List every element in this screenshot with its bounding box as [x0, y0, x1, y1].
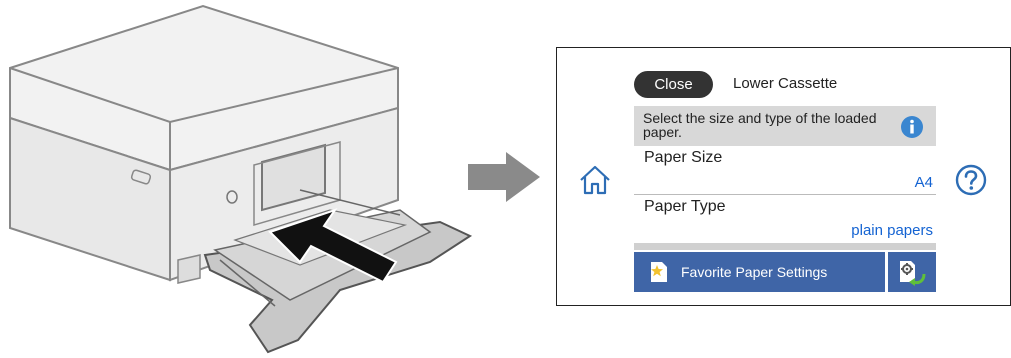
control-panel-screen: Close Lower Cassette Select the size and… [556, 47, 1011, 306]
printer-illustration [0, 0, 480, 358]
instruction-banner: Select the size and type of the loaded p… [634, 106, 936, 146]
paper-type-label: Paper Type [644, 198, 726, 216]
home-icon[interactable] [578, 163, 612, 197]
divider [634, 243, 936, 250]
close-button[interactable]: Close [634, 71, 713, 98]
paper-size-label: Paper Size [644, 149, 722, 167]
paper-size-value[interactable]: A4 [915, 174, 933, 191]
favorite-paper-settings-button[interactable]: Favorite Paper Settings [634, 252, 885, 292]
divider [634, 194, 936, 195]
right-arrow-icon [466, 150, 542, 204]
gear-return-icon [898, 260, 926, 286]
instruction-text: Select the size and type of the loaded p… [643, 111, 883, 139]
paper-type-value[interactable]: plain papers [851, 222, 933, 239]
info-icon[interactable] [901, 116, 923, 138]
screen-title: Lower Cassette [733, 75, 837, 92]
favorite-paper-settings-label: Favorite Paper Settings [681, 264, 827, 280]
star-document-icon [650, 261, 668, 283]
help-icon[interactable] [955, 164, 987, 196]
paper-setting-return-button[interactable] [888, 252, 936, 292]
